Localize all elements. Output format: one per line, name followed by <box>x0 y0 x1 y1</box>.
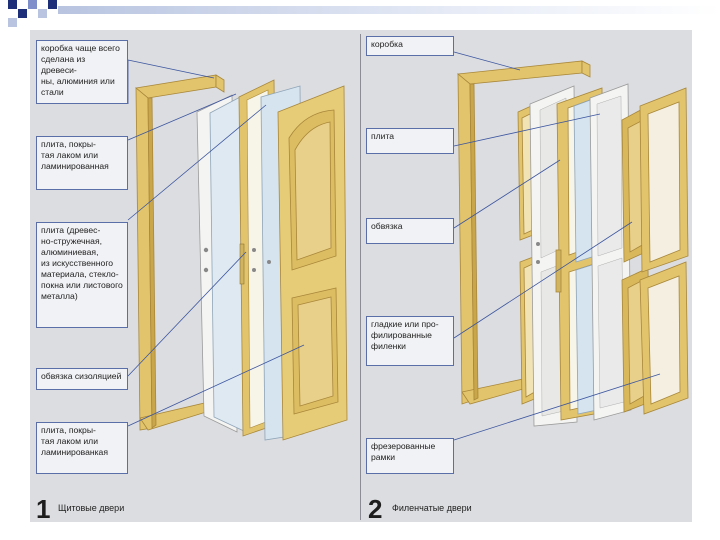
figure-caption-2: Филенчатые двери <box>392 503 472 513</box>
label-strapping: обвязка <box>366 218 454 244</box>
figure-number-1: 1 <box>36 494 51 524</box>
label-lacquered-panel-bottom: плита, покры- тая лаком или ламинированк… <box>36 422 128 474</box>
deco-square <box>48 0 57 9</box>
figure-caption-1: Щитовые двери <box>58 503 125 513</box>
deco-square <box>18 9 27 18</box>
header-gradient-band <box>58 6 720 14</box>
label-profiled-panels: гладкие или про- филированные филенки <box>366 316 454 366</box>
lock-slot <box>239 243 245 285</box>
left-laminated-leaf <box>277 85 348 441</box>
label-panel: плита <box>366 128 454 154</box>
panel-divider <box>360 34 361 520</box>
label-core-panel-material: плита (древес- но-стружечная, алюминиева… <box>36 222 128 328</box>
slide-header-bar <box>0 0 720 27</box>
label-insulated-strapping: обвязка сизоляцией <box>36 368 128 390</box>
handle-hole <box>203 267 209 273</box>
label-box: коробка <box>366 36 454 56</box>
deco-square <box>8 0 17 9</box>
label-frame-material: коробка чаще всего сделана из древеси- н… <box>36 40 128 104</box>
deco-square <box>28 0 37 9</box>
left-leader-lines <box>127 59 305 427</box>
label-milled-frames: фрезерованные рамки <box>366 438 454 474</box>
handle-hole <box>203 247 209 253</box>
right-door-frame <box>457 60 591 405</box>
right-milled-frames <box>639 87 689 415</box>
right-leader-lines <box>453 51 661 441</box>
deco-square <box>38 9 47 18</box>
deco-square <box>8 18 17 27</box>
label-lacquered-panel-top: плита, покры- тая лаком или ламинированн… <box>36 136 128 190</box>
figure-number-2: 2 <box>368 494 383 524</box>
